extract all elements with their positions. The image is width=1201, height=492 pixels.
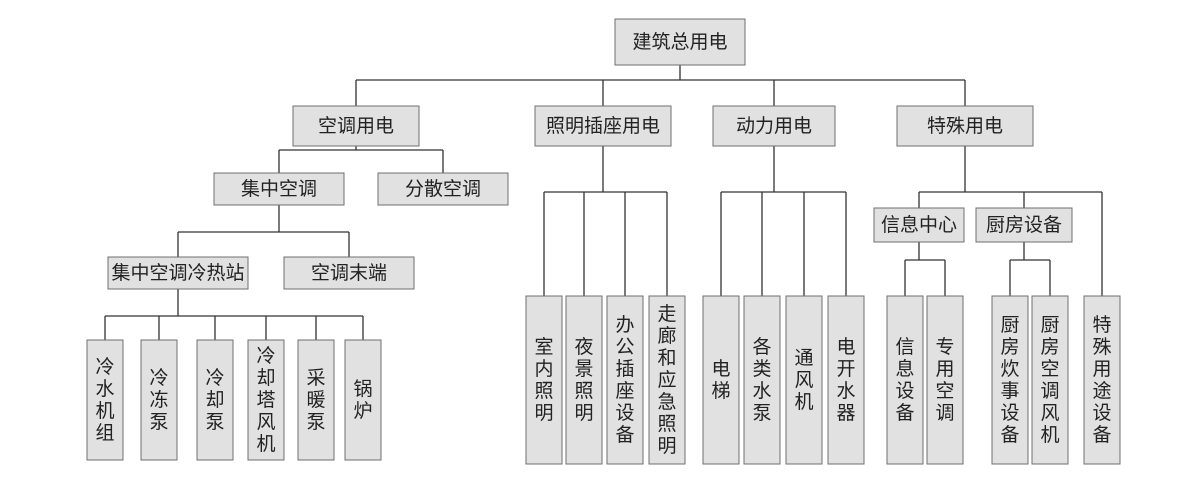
node-label: 特殊用途设备 [1092, 314, 1111, 446]
tree-node: 各类水泵 [743, 295, 781, 465]
node-label: 空调末端 [311, 262, 387, 284]
node-label: 办公插座设备 [615, 314, 634, 446]
node-label: 信息设备 [895, 336, 914, 424]
tree-node: 空调用电 [292, 105, 420, 147]
tree-node: 信息设备 [886, 295, 924, 465]
node-label: 锅炉 [353, 378, 372, 422]
node-box [565, 295, 603, 465]
node-box [196, 339, 234, 461]
node-box [107, 256, 249, 290]
tree-node: 分散空调 [377, 172, 509, 206]
node-label: 室内照明 [534, 336, 553, 424]
tree-node: 厨房设备 [975, 207, 1073, 243]
node-label: 厨房炊事设备 [1000, 314, 1019, 446]
node-label: 冷却泵 [205, 367, 224, 433]
tree-node: 冷却塔风机 [247, 339, 285, 461]
node-box [292, 105, 420, 147]
tree-node: 走廊和应急照明 [648, 295, 686, 465]
node-label: 冷却塔风机 [256, 345, 275, 455]
node-box [283, 256, 415, 290]
node-box [827, 295, 865, 465]
tree-node: 动力用电 [712, 105, 836, 147]
node-label: 照明插座用电 [546, 115, 660, 137]
node-label: 各类水泵 [752, 336, 771, 424]
node-label: 信息中心 [881, 214, 957, 236]
node-label: 特殊用电 [927, 115, 1003, 137]
node-box [377, 172, 509, 206]
node-box [743, 295, 781, 465]
node-box [140, 339, 178, 461]
tree-node: 集中空调 [213, 172, 345, 206]
node-label: 夜景照明 [574, 336, 593, 424]
node-box [534, 105, 672, 147]
node-label: 走廊和应急照明 [657, 303, 676, 457]
connector-lines [104, 65, 1103, 340]
node-box [86, 339, 124, 461]
node-label: 厨房空调风机 [1040, 314, 1059, 446]
node-label: 建筑总用电 [632, 31, 727, 53]
node-box [614, 18, 746, 66]
tree-node: 通风机 [785, 295, 823, 465]
tree-node: 照明插座用电 [534, 105, 672, 147]
node-box [975, 207, 1073, 243]
node-label: 冷冻泵 [149, 367, 168, 433]
node-label: 分散空调 [405, 178, 481, 200]
tree-node: 电梯 [702, 295, 740, 465]
node-box [247, 339, 285, 461]
node-label: 采暖泵 [306, 367, 325, 433]
node-label: 专用空调 [935, 336, 954, 424]
tree-node: 冷却泵 [196, 339, 234, 461]
node-box [712, 105, 836, 147]
tree-node: 夜景照明 [565, 295, 603, 465]
node-box [606, 295, 644, 465]
node-label: 冷水机组 [95, 356, 114, 444]
node-box [1031, 295, 1069, 465]
node-box [525, 295, 563, 465]
node-box [873, 207, 965, 243]
tree-node: 办公插座设备 [606, 295, 644, 465]
tree-node: 采暖泵 [297, 339, 335, 461]
node-label: 电梯 [711, 358, 730, 402]
tree-node: 特殊用电 [896, 105, 1034, 147]
node-label: 空调用电 [318, 115, 394, 137]
node-box [702, 295, 740, 465]
tree-node: 电开水器 [827, 295, 865, 465]
tree-node: 集中空调冷热站 [107, 256, 249, 290]
node-box [648, 295, 686, 465]
tree-node: 厨房空调风机 [1031, 295, 1069, 465]
node-box [785, 295, 823, 465]
tree-node: 建筑总用电 [614, 18, 746, 66]
tree-node: 信息中心 [873, 207, 965, 243]
node-box [297, 339, 335, 461]
node-label: 电开水器 [836, 336, 855, 424]
tree-node: 专用空调 [926, 295, 964, 465]
tree-node: 厨房炊事设备 [991, 295, 1029, 465]
node-box [1083, 295, 1121, 465]
node-label: 动力用电 [736, 115, 812, 137]
node-box [991, 295, 1029, 465]
tree-node: 特殊用途设备 [1083, 295, 1121, 465]
tree-node: 室内照明 [525, 295, 563, 465]
node-box [344, 339, 382, 461]
node-label: 通风机 [794, 347, 813, 413]
tree-node: 冷水机组 [86, 339, 124, 461]
tree-node: 空调末端 [283, 256, 415, 290]
node-box [896, 105, 1034, 147]
node-label: 集中空调冷热站 [111, 262, 244, 284]
node-box [213, 172, 345, 206]
tree-node: 锅炉 [344, 339, 382, 461]
tree-node: 冷冻泵 [140, 339, 178, 461]
node-box [926, 295, 964, 465]
node-label: 厨房设备 [986, 214, 1062, 236]
node-box [886, 295, 924, 465]
node-label: 集中空调 [241, 178, 317, 200]
